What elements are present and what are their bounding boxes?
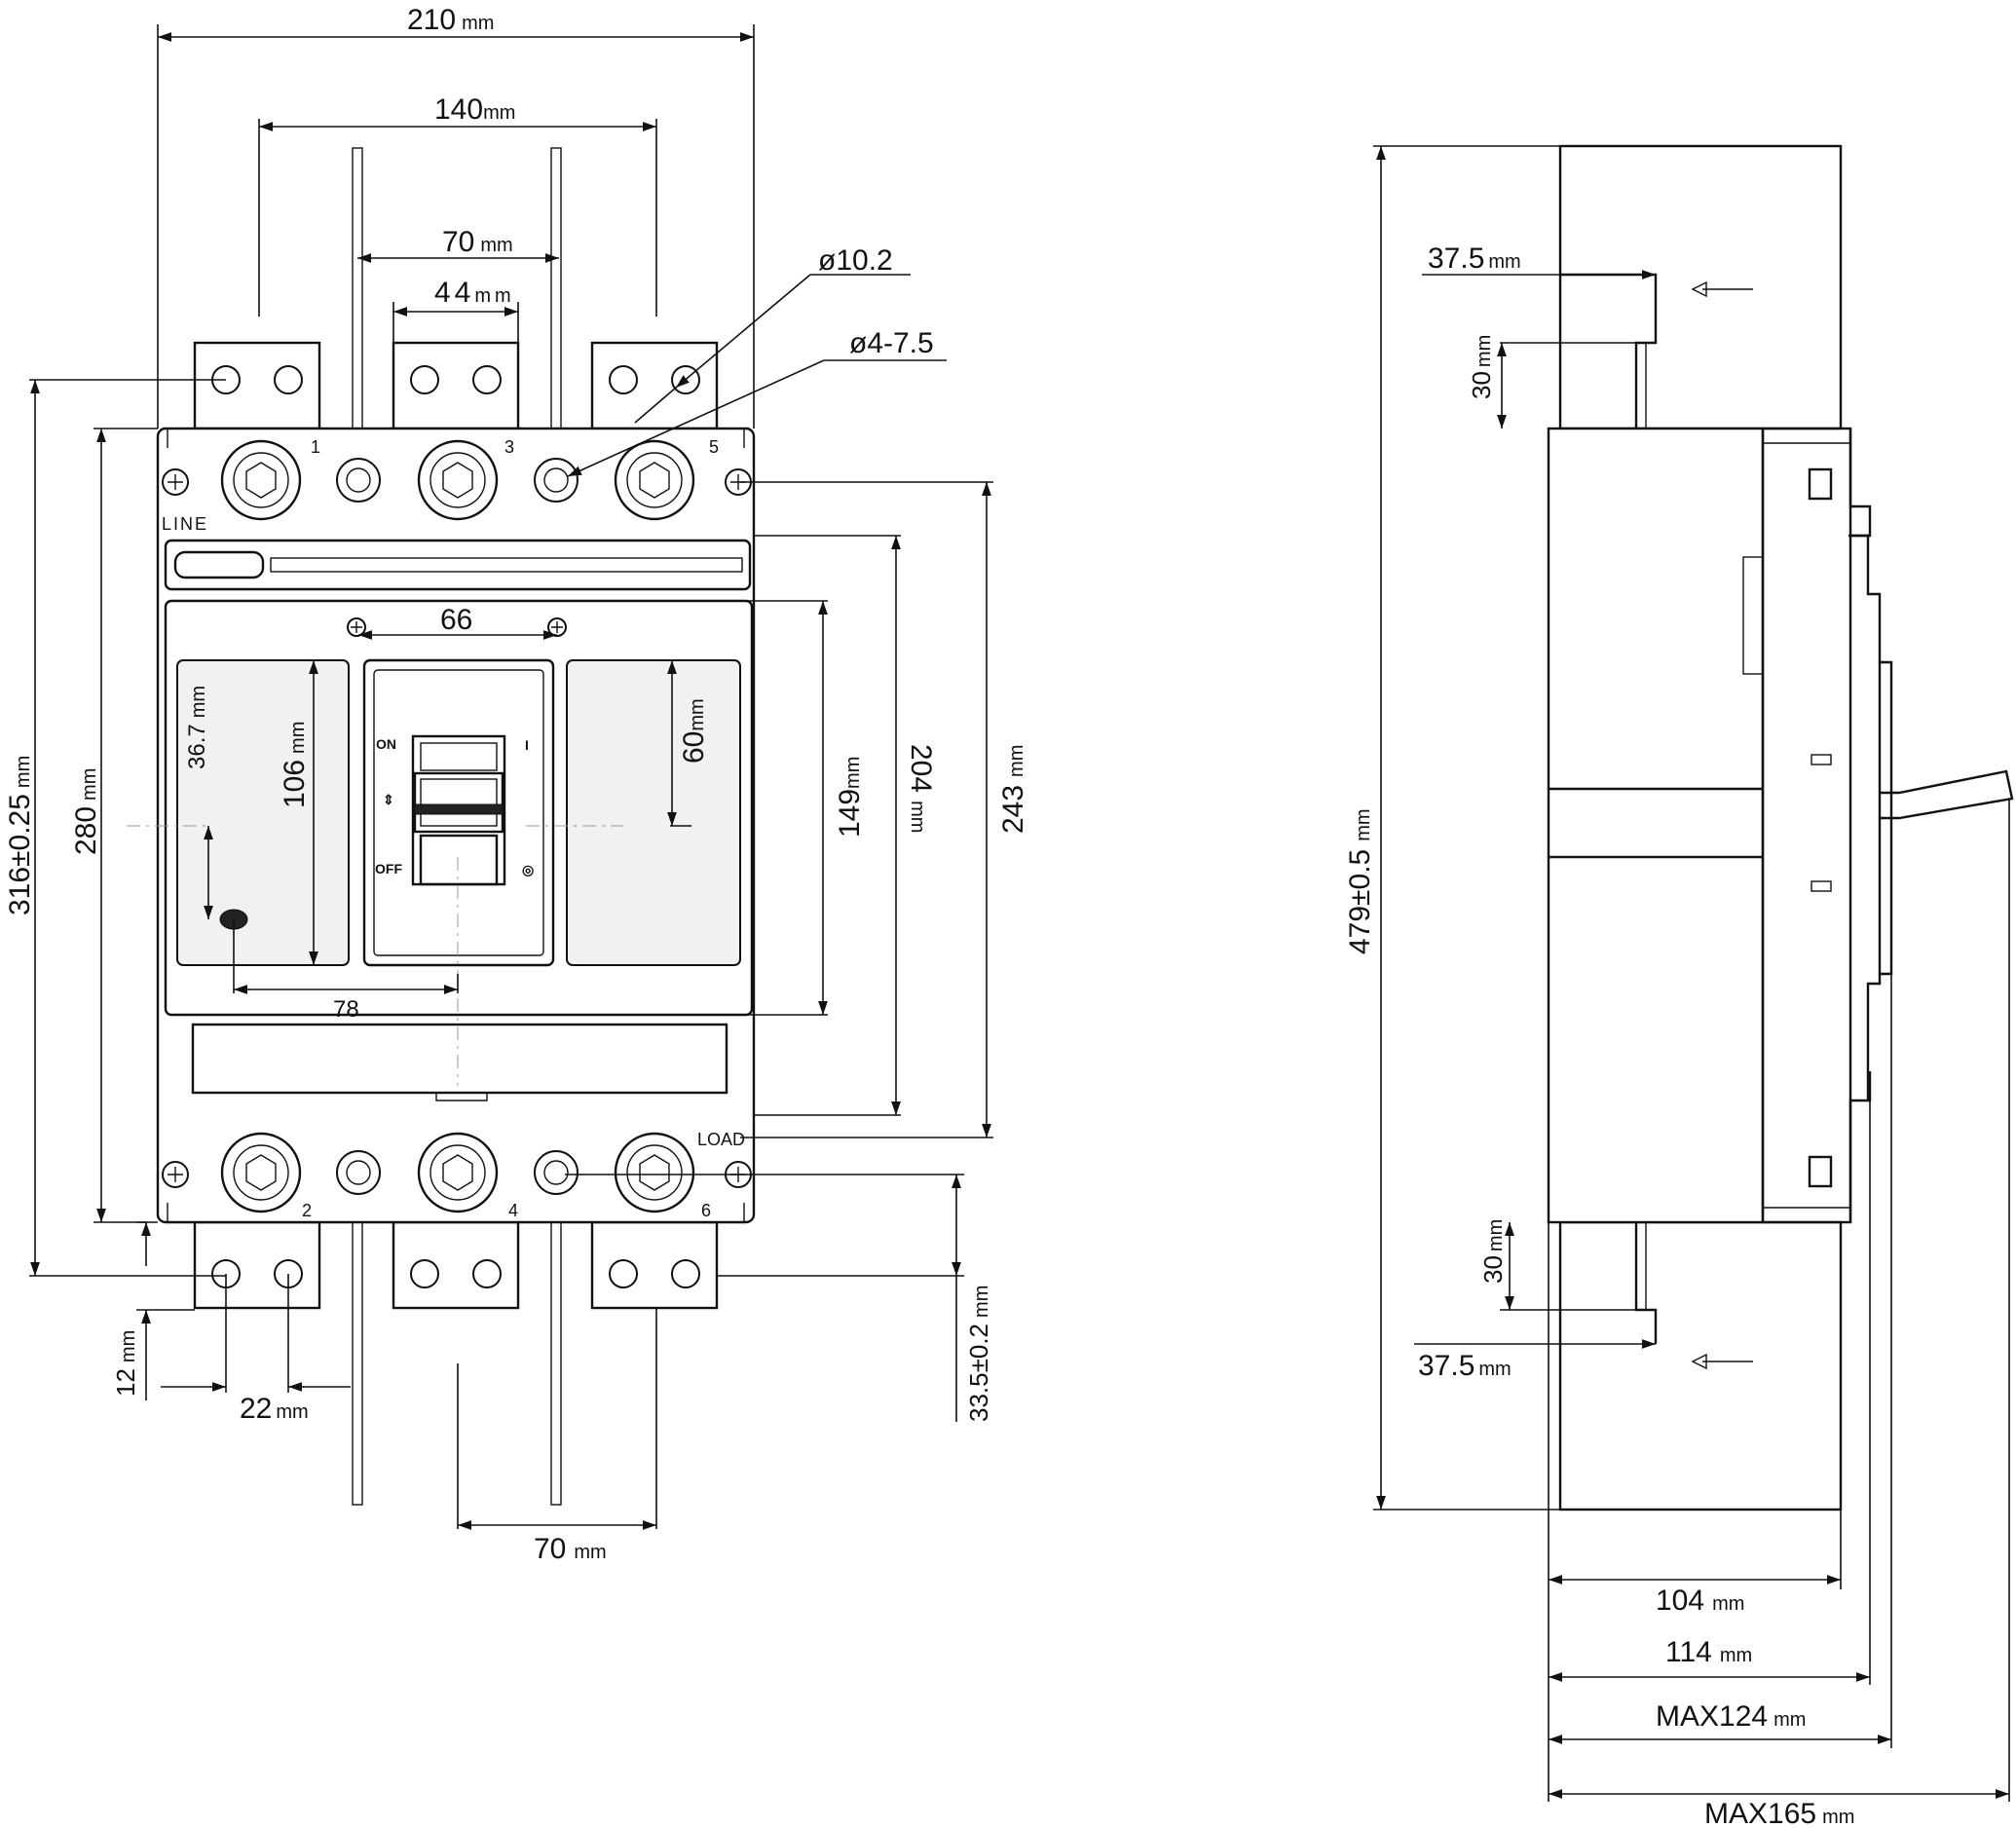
load-label: LOAD: [697, 1130, 745, 1149]
phase-barrier: [550, 147, 562, 443]
trip-symbol: ⇕: [383, 792, 394, 807]
dim-44: 44mm: [434, 277, 515, 309]
phase-barrier: [352, 1207, 363, 1506]
side-body: [1547, 427, 1765, 1224]
dim-149: 149mm: [834, 757, 866, 838]
dim-terminal-hole: ø4-7.5: [849, 327, 934, 359]
dim-204: 204mm: [905, 744, 937, 833]
dim-66: 66: [440, 604, 472, 636]
off-symbol: ◎: [522, 862, 534, 877]
dim-60: 60mm: [678, 698, 710, 764]
terminal-1: 1: [311, 437, 320, 457]
dim-243: 243mm: [997, 745, 1029, 834]
terminal-4: 4: [508, 1201, 518, 1220]
dim-78: 78: [333, 996, 359, 1023]
dim-12: 12mm: [111, 1330, 140, 1397]
line-label: LINE: [162, 514, 208, 534]
off-label: OFF: [375, 861, 402, 877]
terminal-3: 3: [504, 437, 514, 457]
on-symbol: I: [525, 737, 529, 753]
dim-140: 140mm: [434, 93, 515, 126]
top-terminals: [162, 439, 752, 521]
terminal-5: 5: [709, 437, 719, 457]
phase-barrier: [352, 147, 363, 443]
dim-36-7: 36.7mm: [184, 686, 210, 769]
dim-30-top: 30mm: [1467, 335, 1496, 399]
front-view: LINE LOAD 1 3 5 2 4 6 ON OFF ⇕ I ◎ 210mm…: [4, 4, 1029, 1565]
dim-479: 479±0.5mm: [1344, 808, 1376, 954]
dim-106: 106mm: [279, 722, 311, 808]
top-busbar-plates: [193, 341, 719, 430]
on-label: ON: [376, 736, 396, 752]
terminal-2: 2: [302, 1201, 312, 1220]
operating-handle[interactable]: [347, 617, 567, 967]
dim-33-5: 33.5±0.2mm: [964, 1286, 993, 1422]
terminal-6: 6: [701, 1201, 711, 1220]
phase-barrier: [550, 1207, 562, 1506]
dim-30-bottom: 30mm: [1478, 1219, 1508, 1284]
dim-316: 316±0.25mm: [4, 756, 36, 915]
bottom-busbar-plates: [193, 1220, 719, 1310]
dim-mount-hole: ø10.2: [818, 244, 893, 277]
bottom-terminals: [162, 1132, 752, 1213]
front-cover: [164, 599, 754, 1017]
dim-280: 280mm: [70, 768, 102, 855]
